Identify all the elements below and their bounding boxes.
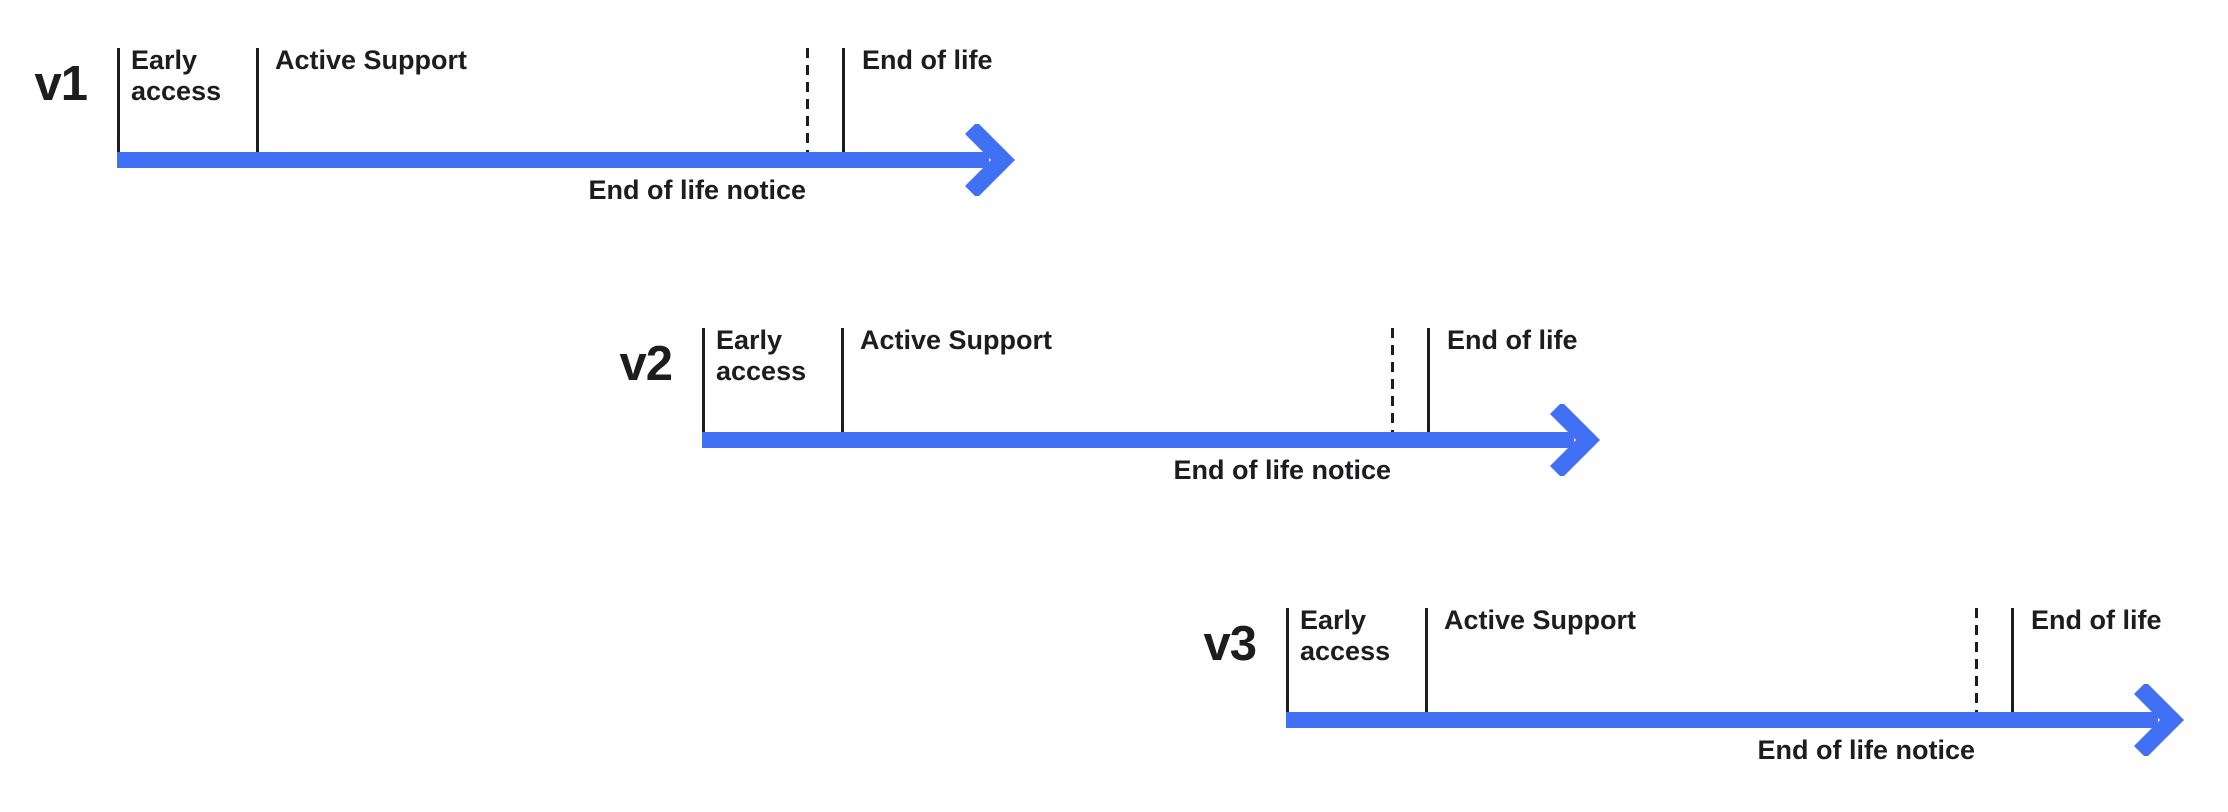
phase-label-active-support: Active Support xyxy=(860,325,1053,355)
version-label: v2 xyxy=(619,337,673,391)
phase-label-end-of-life: End of life xyxy=(862,45,993,75)
end-of-life-notice-label: End of life notice xyxy=(588,175,806,205)
phase-label-end-of-life: End of life xyxy=(1447,325,1578,355)
end-of-life-notice-dashed-tick xyxy=(1975,608,1978,712)
version-label: v3 xyxy=(1203,617,1257,671)
timeline-v2: v2 Early access Active Support End of li… xyxy=(619,325,1622,508)
timeline-arrow-icon xyxy=(1286,684,2185,756)
active-support-start-tick xyxy=(1425,608,1428,712)
timeline-v1: v1 Early access Active Support End of li… xyxy=(34,45,1037,228)
end-of-life-notice-label: End of life notice xyxy=(1757,735,1975,765)
end-of-life-tick xyxy=(1427,328,1430,432)
timeline-arrow-icon xyxy=(117,124,1016,196)
phase-label-active-support: Active Support xyxy=(275,45,468,75)
active-support-start-tick xyxy=(256,48,259,152)
end-of-life-tick xyxy=(842,48,845,152)
early-access-start-tick xyxy=(117,48,120,152)
early-access-start-tick xyxy=(702,328,705,432)
end-of-life-notice-label: End of life notice xyxy=(1173,455,1391,485)
phase-label-end-of-life: End of life xyxy=(2031,605,2162,635)
phase-label-active-support: Active Support xyxy=(1444,605,1637,635)
phase-label-early-access: Early access xyxy=(1300,605,1391,666)
end-of-life-notice-dashed-tick xyxy=(1391,328,1394,432)
timeline-v3: v3 Early access Active Support End of li… xyxy=(1203,605,2206,788)
end-of-life-tick xyxy=(2011,608,2014,712)
early-access-start-tick xyxy=(1286,608,1289,712)
end-of-life-notice-dashed-tick xyxy=(806,48,809,152)
active-support-start-tick xyxy=(841,328,844,432)
phase-label-early-access: Early access xyxy=(131,45,222,106)
version-label: v1 xyxy=(34,57,88,111)
phase-label-early-access: Early access xyxy=(716,325,807,386)
timeline-arrow-icon xyxy=(702,404,1601,476)
